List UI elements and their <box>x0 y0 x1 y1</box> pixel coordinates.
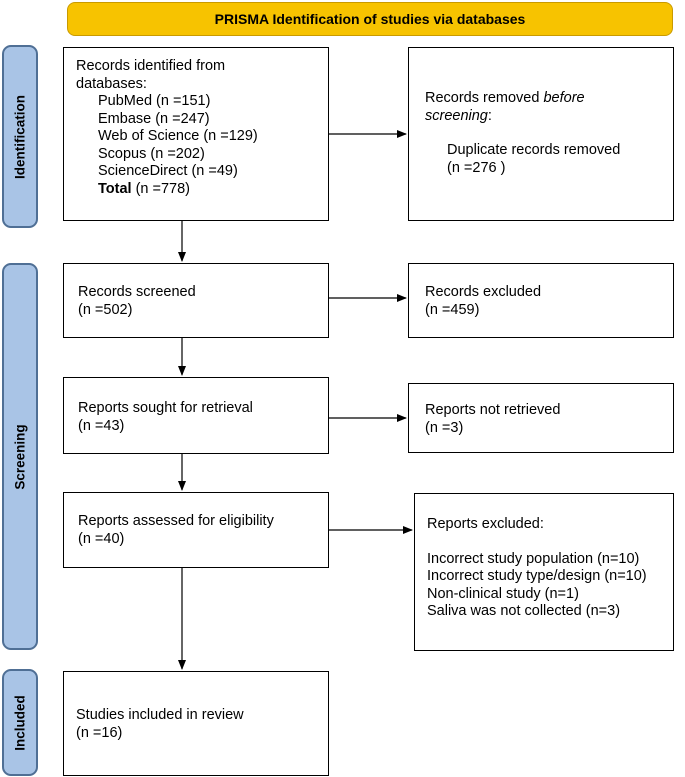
assessed-count: (n =40) <box>78 530 125 547</box>
prisma-header: PRISMA Identification of studies via dat… <box>67 2 673 36</box>
removed-line-2: screening: <box>425 108 657 126</box>
excluded-count: (n =459) <box>425 301 480 318</box>
total-value: (n =778) <box>131 180 191 197</box>
source-embase: Embase (n =247) <box>98 110 210 127</box>
screened-count: (n =502) <box>78 301 133 318</box>
source-scopus: Scopus (n =202) <box>98 145 205 162</box>
identified-total: Total (n =778) <box>76 181 316 199</box>
reports-assessed-box: Reports assessed for eligibility (n =40) <box>63 492 329 568</box>
records-screened-box: Records screened (n =502) <box>63 263 329 338</box>
reports-excluded-box: Reports excluded: Incorrect study popula… <box>414 493 674 651</box>
sought-label: Reports sought for retrieval <box>78 400 253 416</box>
reports-not-retrieved-box: Reports not retrieved (n =3) <box>408 383 674 453</box>
duplicates-label: Duplicate records removed <box>447 142 621 158</box>
records-removed-box: Records removed before screening: Duplic… <box>408 47 674 221</box>
identified-title-1: Records identified from <box>76 58 226 74</box>
reason-non-clinical: Non-clinical study (n=1) <box>427 585 579 602</box>
identified-title-2: databases: <box>76 75 147 92</box>
phase-identification: Identification <box>2 45 38 228</box>
duplicates-count: (n =276 ) <box>447 159 506 176</box>
total-label: Total <box>98 180 132 197</box>
not-retrieved-count: (n =3) <box>425 419 464 436</box>
screened-label: Records screened <box>78 284 196 300</box>
phase-screening: Screening <box>2 263 38 650</box>
removed-line-1: Records removed before <box>425 90 657 108</box>
phase-included: Included <box>2 669 38 776</box>
studies-included-box: Studies included in review (n =16) <box>63 671 329 776</box>
removed-line-2-italic: screening <box>425 107 488 124</box>
included-label: Studies included in review <box>76 707 244 723</box>
header-title: PRISMA Identification of studies via dat… <box>214 11 526 27</box>
source-sciencedirect: ScienceDirect (n =49) <box>98 163 238 179</box>
included-count: (n =16) <box>76 724 123 741</box>
source-pubmed: PubMed (n =151) <box>98 93 211 109</box>
assessed-label: Reports assessed for eligibility <box>78 513 274 529</box>
reason-saliva: Saliva was not collected (n=3) <box>427 603 621 619</box>
removed-line-2-plain: : <box>487 107 492 124</box>
removed-line-1-italic: before <box>543 90 585 106</box>
reports-sought-box: Reports sought for retrieval (n =43) <box>63 377 329 454</box>
removed-line-1-plain: Records removed <box>425 90 544 106</box>
source-web-of-science: Web of Science (n =129) <box>98 128 258 144</box>
excluded-label: Records excluded <box>425 284 542 300</box>
records-excluded-box: Records excluded (n =459) <box>408 263 674 338</box>
sought-count: (n =43) <box>78 417 125 434</box>
not-retrieved-label: Reports not retrieved <box>425 402 561 418</box>
reason-study-type: Incorrect study type/design (n=10) <box>427 568 647 584</box>
records-identified-box: Records identified from databases: PubMe… <box>63 47 329 221</box>
reason-population: Incorrect study population (n=10) <box>427 550 640 567</box>
reports-excluded-title: Reports excluded: <box>427 516 544 532</box>
